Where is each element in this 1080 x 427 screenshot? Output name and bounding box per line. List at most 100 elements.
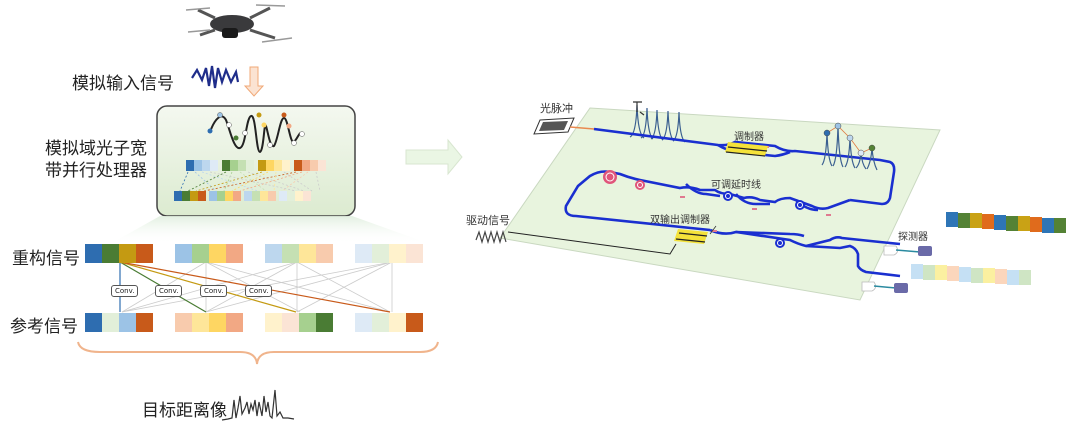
signal-cell: [958, 212, 970, 228]
signal-cell: [186, 160, 194, 171]
signal-cell: [268, 191, 276, 201]
signal-cell: [406, 313, 423, 332]
signal-cell: [1018, 216, 1030, 232]
signal-cell: [246, 160, 254, 171]
signal-cell: [1042, 217, 1054, 233]
signal-cell: [265, 313, 282, 332]
conv-block: Conv.: [245, 285, 273, 297]
detector-label: 探测器: [898, 232, 928, 243]
signal-cell: [971, 267, 983, 283]
signal-cell: [226, 313, 243, 332]
flow-arrow-icon: [405, 138, 463, 176]
signal-cell: [318, 160, 326, 171]
sample-clock-icon: [633, 101, 645, 116]
signal-cell: [102, 244, 119, 263]
range-profile-label: 目标距离像: [142, 401, 227, 421]
signal-cell: [190, 191, 198, 201]
signal-cell: [209, 313, 226, 332]
signal-cell: [119, 244, 136, 263]
signal-cell: [282, 244, 299, 263]
signal-cell: [258, 160, 266, 171]
signal-cell: [238, 160, 246, 171]
input-signal-label: 模拟输入信号: [72, 74, 174, 94]
signal-cell: [175, 244, 192, 263]
signal-cell: [192, 313, 209, 332]
signal-cell: [202, 160, 210, 171]
signal-cell: [303, 191, 311, 201]
modulator-label: 调制器: [734, 132, 764, 143]
signal-cell: [389, 244, 406, 263]
signal-cell: [252, 191, 260, 201]
signal-cell: [85, 313, 102, 332]
delay-line-label: 可调延时线: [711, 180, 761, 191]
signal-cell: [222, 160, 230, 171]
signal-cell: [287, 191, 295, 201]
signal-cell: [1007, 269, 1019, 285]
signal-cell: [302, 160, 310, 171]
drone-icon: [185, 4, 293, 43]
reference-signal-label: 参考信号: [10, 317, 78, 337]
signal-cell: [274, 160, 282, 171]
laser-pulse-label: 光脉冲: [540, 102, 573, 115]
signal-cell: [316, 313, 333, 332]
signal-cell: [260, 191, 268, 201]
signal-cell: [299, 313, 316, 332]
pulse-amplitude-dots: [823, 122, 876, 157]
detector-2: [861, 281, 908, 293]
range-profile-waveform: [221, 389, 295, 421]
signal-cell: [244, 191, 252, 201]
signal-cell: [210, 160, 218, 171]
signal-cell: [299, 244, 316, 263]
signal-cell: [174, 191, 182, 201]
delay-spirals: [603, 170, 805, 248]
signal-cell: [266, 160, 274, 171]
processor-label: 模拟域光子宽 带并行处理器: [45, 138, 147, 182]
signal-cell: [85, 244, 102, 263]
signal-cell: [230, 160, 238, 171]
dual-output-modulator-label: 双输出调制器: [650, 215, 710, 226]
signal-cell: [911, 264, 923, 279]
signal-cell: [923, 264, 935, 280]
signal-cell: [265, 244, 282, 263]
signal-cell: [959, 266, 971, 282]
signal-cell: [1054, 218, 1066, 234]
laser-source-icon: [533, 117, 575, 135]
signal-cell: [310, 160, 318, 171]
signal-cell: [355, 244, 372, 263]
signal-cell: [372, 313, 389, 332]
signal-cell: [198, 191, 206, 201]
signal-cell: [279, 191, 287, 201]
signal-cell: [225, 191, 233, 201]
signal-cell: [194, 160, 202, 171]
signal-cell: [119, 313, 136, 332]
signal-cell: [389, 313, 406, 332]
modulator-electrode: [725, 142, 768, 157]
signal-cell: [947, 266, 959, 282]
processor-label-line2: 带并行处理器: [45, 161, 147, 181]
waveform-sample-points: [207, 112, 305, 148]
signal-cell: [209, 191, 217, 201]
signal-cell: [355, 313, 372, 332]
signal-cell: [175, 313, 192, 332]
signal-cell: [192, 244, 209, 263]
reconstructed-signal-label: 重构信号: [12, 249, 80, 269]
signal-cell: [406, 244, 423, 263]
drive-signal-waveform: [475, 229, 507, 245]
processor-waveform: [209, 114, 303, 154]
drive-signal-label: 驱动信号: [466, 214, 510, 227]
conv-block: Conv.: [111, 285, 139, 297]
signal-cell: [217, 191, 225, 201]
conv-block: Conv.: [155, 285, 183, 297]
signal-cell: [946, 212, 958, 227]
signal-cell: [995, 268, 1007, 284]
signal-cell: [136, 244, 153, 263]
conv-block: Conv.: [200, 285, 228, 297]
signal-cell: [982, 214, 994, 230]
detector-1: [883, 245, 932, 256]
summation-brace: [77, 341, 439, 365]
signal-cell: [1030, 216, 1042, 232]
drive-signal-wire: [507, 231, 677, 255]
expansion-fan: [110, 216, 430, 244]
signal-cell: [970, 213, 982, 229]
